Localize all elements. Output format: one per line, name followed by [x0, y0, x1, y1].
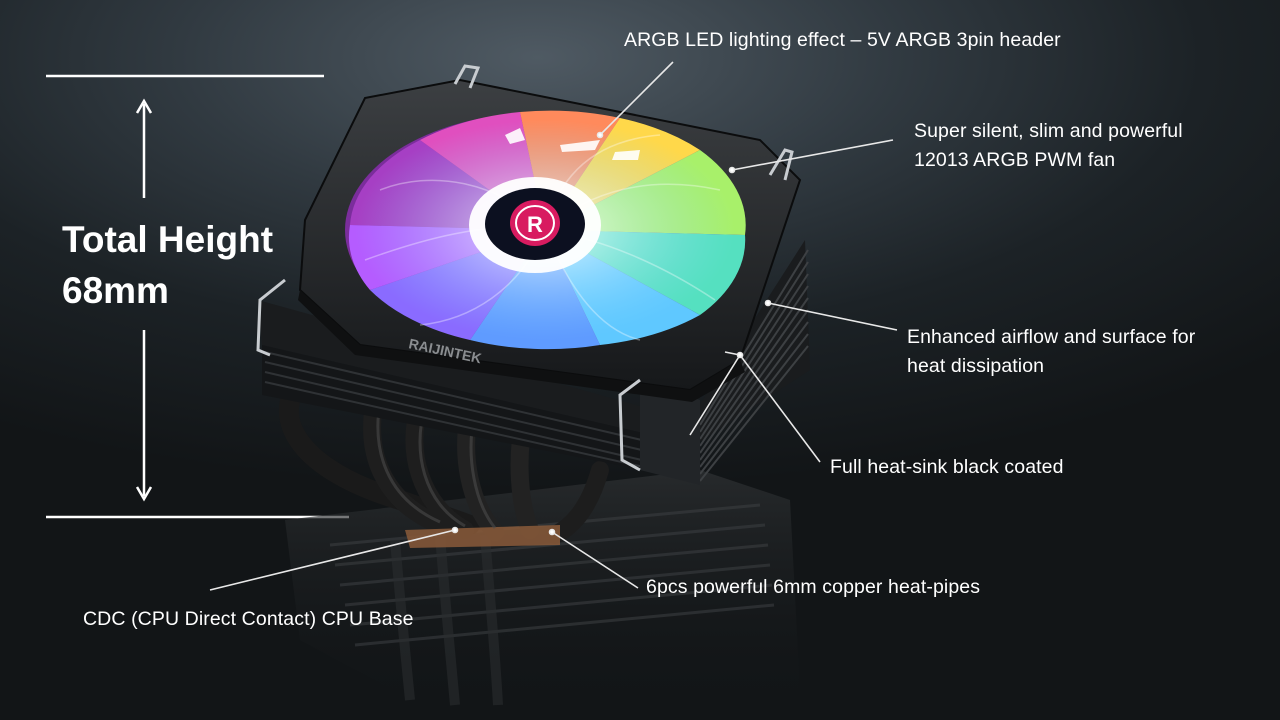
callout-cdc-base: CDC (CPU Direct Contact) CPU Base — [83, 605, 414, 634]
callout-heatsink: Full heat-sink black coated — [830, 453, 1064, 482]
callout-heatpipes: 6pcs powerful 6mm copper heat-pipes — [646, 573, 980, 602]
callout-argb-led: ARGB LED lighting effect – 5V ARGB 3pin … — [624, 26, 1061, 55]
callout-cdc-base-text: CDC (CPU Direct Contact) CPU Base — [83, 608, 414, 630]
callout-fan-line1: Super silent, slim and powerful — [914, 120, 1183, 142]
leader-airflow — [767, 302, 898, 331]
fan-clips — [256, 64, 794, 472]
total-height-label: Total Height 68mm — [62, 214, 273, 316]
leader-lines — [209, 61, 898, 591]
total-height-value: 68mm — [62, 270, 169, 311]
arrow-down-icon — [135, 486, 153, 502]
fan-assembly: RAIJINTEK — [256, 64, 802, 472]
callout-airflow-line1: Enhanced airflow and surface for — [907, 326, 1196, 348]
svg-text:R: R — [527, 212, 543, 237]
callout-airflow: Enhanced airflow and surface for heat di… — [907, 323, 1195, 381]
leader-heatpipes — [551, 531, 639, 589]
callout-airflow-line2: heat dissipation — [907, 355, 1045, 377]
leader-argb-led — [599, 61, 674, 136]
leader-fan — [731, 139, 894, 171]
copper-base — [405, 525, 560, 548]
callout-fan-line2: 12013 ARGB PWM fan — [914, 149, 1116, 171]
height-dimension — [46, 74, 349, 519]
callout-heatsink-text: Full heat-sink black coated — [830, 456, 1064, 478]
callout-argb-led-text: ARGB LED lighting effect – 5V ARGB 3pin … — [624, 29, 1061, 51]
total-height-title: Total Height — [62, 219, 274, 260]
callout-fan: Super silent, slim and powerful 12013 AR… — [914, 117, 1183, 175]
callout-heatpipes-text: 6pcs powerful 6mm copper heat-pipes — [646, 576, 981, 598]
cooler-reflection — [285, 470, 800, 706]
arrow-up-icon — [135, 98, 153, 114]
fan-hub: R — [469, 177, 601, 273]
raijintek-r-logo — [510, 200, 560, 246]
leader-cdc-base — [209, 529, 456, 591]
